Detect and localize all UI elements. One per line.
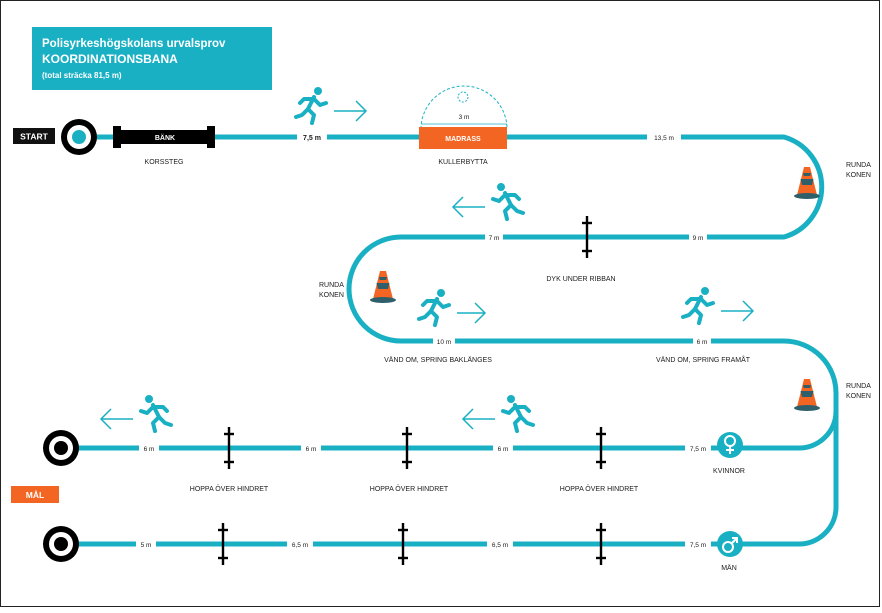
cone-icon: [370, 271, 396, 303]
segment-distance: 6,5 m: [292, 542, 308, 549]
mat-label: MADRASS: [445, 136, 481, 143]
mat-station: 3 m MADRASS KULLERBYTTA: [419, 85, 508, 166]
arc-distance: 3 m: [459, 114, 470, 121]
finish-marker-women: [43, 430, 79, 466]
kullerbytta-label: KULLERBYTTA: [438, 159, 488, 166]
bench-label: BÄNK: [155, 134, 175, 142]
finish-marker-men: [43, 526, 79, 562]
title-box: Polisyrkeshögskolans urvalsprov KOORDINA…: [32, 27, 272, 90]
title-line1: Polisyrkeshögskolans urvalsprov: [42, 38, 226, 50]
segment-distance: 7,5 m: [303, 135, 321, 142]
segment-distance: 7,5 m: [690, 446, 706, 453]
start-marker: [61, 119, 97, 155]
segment-distance: 7,5 m: [690, 542, 706, 549]
runner-icon: [681, 285, 755, 325]
segment-distance: 6 m: [144, 446, 155, 453]
runner-icon: [99, 393, 173, 433]
segment-distance: 9 m: [693, 235, 704, 242]
goal-badge: MÅL: [26, 490, 44, 500]
dive-label: DYK UNDER RIBBAN: [546, 276, 615, 283]
subtitle: (total sträcka 81,5 m): [42, 71, 122, 80]
hurdle-label: HOPPA ÖVER HINDRET: [560, 485, 639, 493]
segment-distance: 6 m: [306, 446, 317, 453]
backwards-label: VÄND OM, SPRING BAKLÄNGES: [384, 356, 492, 364]
start-badge: START: [20, 132, 49, 142]
segment-distance: 6 m: [498, 446, 509, 453]
female-icon: [717, 432, 743, 458]
runner-icon: [451, 181, 525, 221]
segment-distance: 13,5 m: [654, 135, 674, 142]
course-track: [49, 134, 839, 547]
forward-label: VÄND OM, SPRING FRAMÅT: [656, 355, 751, 364]
hurdle-label: HOPPA ÖVER HINDRET: [190, 485, 269, 493]
segment-distance: 10 m: [437, 339, 451, 346]
title-line2: KOORDINATIONSBANA: [42, 52, 178, 66]
runner-icon: [417, 287, 487, 327]
hurdle-label: HOPPA ÖVER HINDRET: [370, 485, 449, 493]
segment-distance: 5 m: [141, 542, 152, 549]
runner-icon: [294, 85, 368, 125]
men-label: MÄN: [721, 564, 737, 572]
women-label: KVINNOR: [713, 468, 745, 475]
male-icon: [717, 531, 743, 557]
runner-icon: [461, 393, 535, 433]
segment-distance: 6,5 m: [492, 542, 508, 549]
korssteg-label: KORSSTEG: [145, 159, 184, 166]
bench: BÄNK: [113, 126, 215, 148]
segment-distance: 7 m: [489, 235, 500, 242]
segment-distance: 6 m: [697, 339, 708, 346]
cone-icon: [794, 379, 820, 411]
cone-icon: [794, 167, 820, 199]
